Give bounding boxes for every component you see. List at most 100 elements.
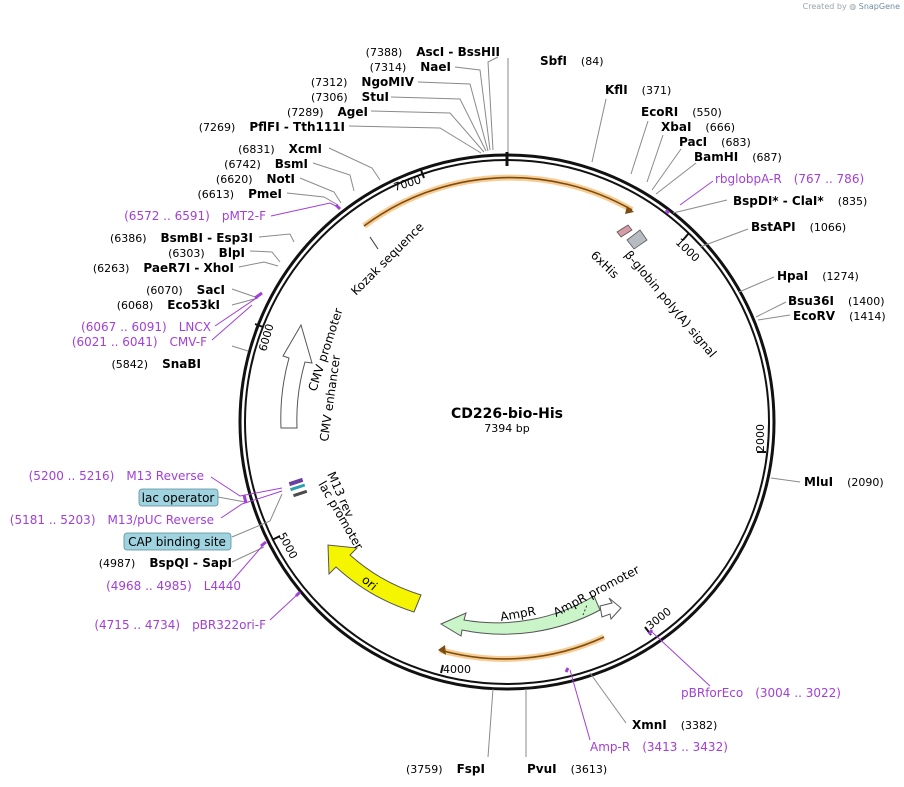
enzyme-label-bsmbi[interactable]: (6386)BsmBI - Esp3I bbox=[110, 231, 253, 245]
enzyme-label-saci[interactable]: (6070)SacI bbox=[146, 283, 225, 297]
enzyme-name-xhoi: PaeR7I - XhoI bbox=[143, 261, 234, 275]
primer-name-m13-reverse: M13 Reverse bbox=[126, 469, 204, 483]
enzyme-name-xbai: XbaI bbox=[661, 120, 691, 134]
enzyme-name-bspqi: BspQI - SapI bbox=[149, 556, 232, 570]
connector-asci bbox=[487, 56, 499, 151]
enzyme-label-bstapi[interactable]: BstAPI(1066) bbox=[751, 220, 846, 234]
connector-ecori bbox=[630, 120, 649, 175]
enzyme-label-fspi[interactable]: (3759)FspI bbox=[406, 762, 485, 776]
enzyme-label-xcmi[interactable]: (6831)XcmI bbox=[238, 142, 322, 156]
primer-tick-rbglobpa-r bbox=[664, 208, 671, 215]
enzyme-pos-bspqi: (4987) bbox=[99, 557, 136, 570]
boxed-feature-cap-binding-site[interactable]: CAP binding site bbox=[123, 532, 232, 551]
enzyme-label-mlui[interactable]: MluI(2090) bbox=[804, 475, 884, 489]
primer-range-amp-r: (3413 .. 3432) bbox=[642, 740, 728, 754]
primer-label-pbrforeco[interactable]: pBRforEco(3004 .. 3022) bbox=[681, 686, 841, 700]
lac-operator-mark bbox=[288, 477, 304, 487]
enzyme-label-bspqi[interactable]: (4987) BspQI - SapI bbox=[99, 556, 232, 570]
enzyme-name-hpai: HpaI bbox=[777, 269, 808, 283]
enzyme-label-bsmi[interactable]: (6742)BsmI bbox=[224, 157, 308, 171]
enzyme-pos-ngomiv: (7312) bbox=[311, 76, 348, 89]
enzyme-label-stui[interactable]: (7306)StuI bbox=[311, 90, 389, 104]
tick-mark-6000 bbox=[254, 323, 264, 328]
feature-label-kozak: Kozak sequence bbox=[348, 220, 426, 298]
connector-saci bbox=[231, 288, 259, 299]
enzyme-pos-agei: (7289) bbox=[287, 106, 324, 119]
enzyme-label-bsu36i[interactable]: Bsu36I(1400) bbox=[788, 294, 885, 308]
enzyme-label-xhoi[interactable]: (6263)PaeR7I - XhoI bbox=[93, 261, 234, 275]
plasmid-length: 7394 bp bbox=[484, 422, 529, 435]
enzyme-name-bsu36i: Bsu36I bbox=[788, 294, 834, 308]
primer-label-rbglobpa-r[interactable]: rbglobpA-R(767 .. 786) bbox=[715, 172, 864, 186]
primer-label-lncx[interactable]: (6067 .. 6091)LNCX bbox=[81, 320, 211, 334]
enzyme-name-kfli: KflI bbox=[605, 83, 628, 97]
connector-xhoi bbox=[238, 261, 279, 268]
primer-range-pbr322ori-f: (4715 .. 4734) bbox=[94, 618, 180, 632]
connector-kfli bbox=[591, 98, 607, 163]
primer-label-m13puc-reverse[interactable]: (5181 .. 5203)M13/pUC Reverse bbox=[10, 513, 214, 527]
enzyme-pos-paci: (683) bbox=[721, 136, 751, 149]
plasmid-name: CD226-bio-His bbox=[451, 406, 563, 422]
primer-label-amp-r[interactable]: Amp-R(3413 .. 3432) bbox=[590, 740, 728, 754]
connector-cap-site bbox=[231, 493, 283, 538]
enzyme-label-paci[interactable]: PacI (683) bbox=[679, 135, 751, 149]
primer-tick-pmt2-f bbox=[334, 203, 342, 211]
enzyme-label-naei[interactable]: (7314)NaeI bbox=[370, 60, 451, 74]
connector-snabi bbox=[231, 345, 249, 352]
enzyme-label-xmni[interactable]: XmnI(3382) bbox=[632, 718, 717, 732]
primer-name-m13puc-reverse: M13/pUC Reverse bbox=[108, 513, 215, 527]
enzyme-label-ecorv[interactable]: EcoRV(1414) bbox=[793, 309, 886, 323]
primer-name-cmv-f: CMV-F bbox=[170, 335, 208, 349]
enzyme-label-xbai[interactable]: XbaI(666) bbox=[661, 120, 735, 134]
enzyme-label-pmei[interactable]: (6613)PmeI bbox=[198, 187, 282, 201]
enzyme-label-snabi[interactable]: (5842)SnaBI bbox=[112, 357, 201, 371]
cmv-promoter-arrow bbox=[280, 323, 313, 429]
tick-5000: 5000 bbox=[275, 530, 300, 561]
connector-bamhi bbox=[655, 162, 697, 195]
enzyme-pos-stui: (7306) bbox=[311, 91, 348, 104]
primer-label-cmv-f[interactable]: (6021 .. 6041)CMV-F bbox=[72, 335, 207, 349]
tick-mark-4000 bbox=[440, 664, 444, 674]
enzyme-label-ngomiv[interactable]: (7312)NgoMIV bbox=[311, 75, 415, 89]
enzyme-pos-sbfi: (84) bbox=[581, 55, 604, 68]
connector-pmei bbox=[286, 192, 339, 206]
connector-tth111i bbox=[348, 125, 482, 154]
connector-bsu36i bbox=[755, 301, 787, 318]
enzyme-label-hpai[interactable]: HpaI(1274) bbox=[777, 269, 859, 283]
enzyme-name-bamhi: BamHI bbox=[694, 150, 738, 164]
globin-signal-mark bbox=[626, 229, 648, 250]
enzyme-name-paci: PacI bbox=[679, 135, 707, 149]
enzyme-label-bamhi[interactable]: BamHI(687) bbox=[694, 150, 782, 164]
tick-mark-5000 bbox=[271, 535, 281, 541]
enzyme-label-kfli[interactable]: KflI (371) bbox=[605, 83, 671, 97]
enzyme-label-asci[interactable]: (7388)AscI - BssHII bbox=[366, 45, 500, 59]
connector-bspqi bbox=[231, 546, 265, 563]
enzyme-pos-xcmi: (6831) bbox=[238, 143, 275, 156]
primer-label-pbr322ori-f[interactable]: (4715 .. 4734)pBR322ori-F bbox=[94, 618, 266, 632]
enzyme-name-ecorv: EcoRV bbox=[793, 309, 836, 323]
connector-m13puc-reverse bbox=[220, 490, 283, 519]
enzyme-pos-bsmbi: (6386) bbox=[110, 232, 147, 245]
kozak-mark bbox=[369, 236, 379, 250]
enzyme-label-tth111i[interactable]: (7269)PflFI - Tth111I bbox=[199, 120, 345, 134]
enzyme-label-eco53ki[interactable]: (6068)Eco53kI bbox=[117, 298, 220, 312]
primer-label-l4440[interactable]: (4968 .. 4985)L4440 bbox=[106, 579, 241, 593]
enzyme-pos-kfli: (371) bbox=[642, 84, 672, 97]
enzyme-label-bspdi[interactable]: BspDI* - ClaI*(835) bbox=[733, 194, 867, 208]
enzyme-pos-fspi: (3759) bbox=[406, 763, 443, 776]
enzyme-label-sbfi[interactable]: SbfI(84) bbox=[540, 54, 604, 68]
connector-pbrforeco bbox=[651, 631, 711, 687]
enzyme-label-ecori[interactable]: EcoRI(550) bbox=[641, 105, 722, 119]
primer-label-pmt2-f[interactable]: (6572 .. 6591)pMT2-F bbox=[124, 209, 266, 223]
primer-label-m13-reverse[interactable]: (5200 .. 5216)M13 Reverse bbox=[29, 469, 204, 483]
enzyme-pos-bsmi: (6742) bbox=[224, 158, 261, 171]
tick-4000: 4000 bbox=[443, 663, 471, 676]
enzyme-label-noti[interactable]: (6620)NotI bbox=[216, 172, 295, 186]
enzyme-label-blpi[interactable]: (6303)BlpI bbox=[168, 246, 245, 260]
connector-bstapi bbox=[699, 228, 749, 248]
enzyme-label-agei[interactable]: (7289)AgeI bbox=[287, 105, 368, 119]
ampr-divider bbox=[582, 604, 588, 616]
enzyme-label-pvui[interactable]: PvuI(3613) bbox=[527, 762, 607, 776]
boxed-feature-lac-operator[interactable]: lac operator bbox=[138, 488, 219, 507]
